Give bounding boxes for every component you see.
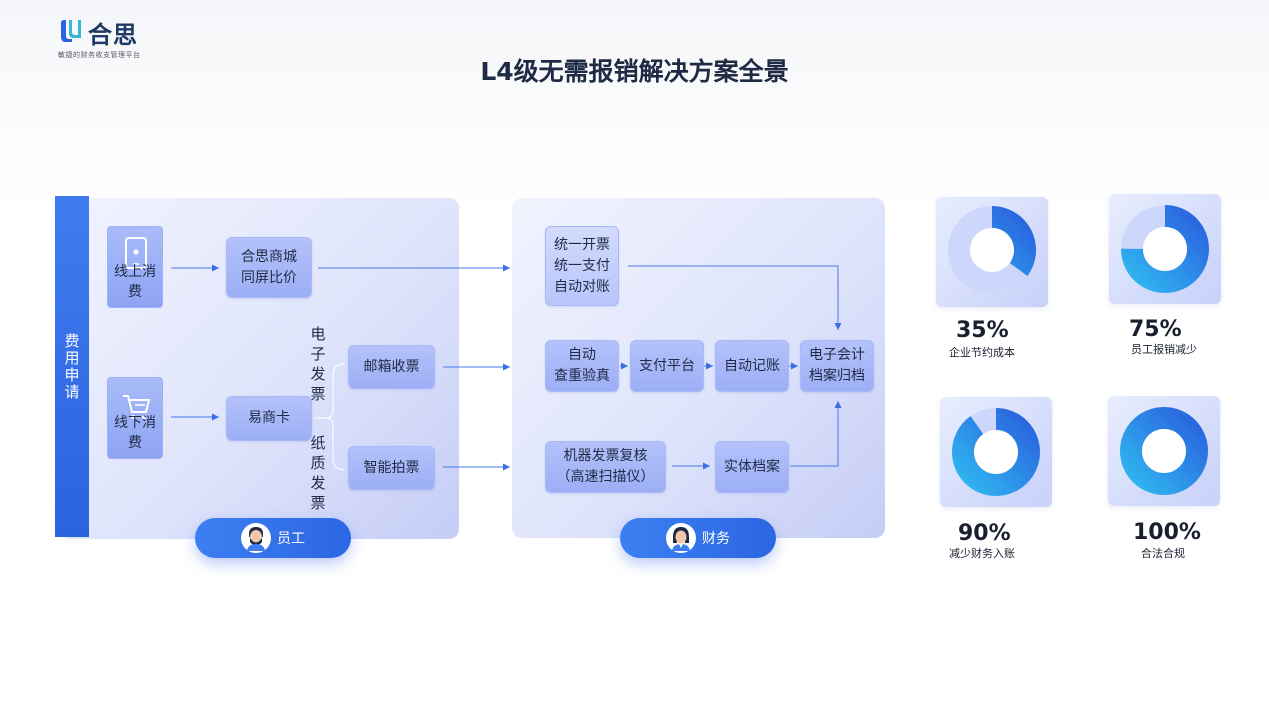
offline-consumption-node: 线下消费 (107, 377, 163, 459)
machine-review-node: 机器发票复核 （高速扫描仪） (545, 441, 666, 493)
donut-chart (952, 408, 1040, 496)
stat-value: 75% (1129, 317, 1182, 342)
finance-avatar-icon (666, 523, 696, 553)
donut-hole (974, 430, 1018, 474)
mall-line-1: 合思商城 (241, 248, 297, 265)
phone-icon (125, 237, 147, 269)
heshi-logo-icon (61, 20, 81, 42)
donut-chart (1121, 205, 1209, 293)
finance-role-badge: 财务 (620, 518, 776, 558)
unified-line-2: 统一支付 (554, 257, 610, 274)
mailbox-invoice-node: 邮箱收票 (348, 345, 435, 389)
expense-request-bar: 费用申请 (55, 196, 89, 537)
review-line-1: 机器发票复核 (563, 448, 648, 464)
employee-role-badge: 员工 (195, 518, 351, 558)
heshi-mall-node: 合思商城 同屏比价 (226, 237, 312, 298)
verify-line-1: 自动 (568, 347, 596, 363)
physical-archive-node: 实体档案 (715, 441, 789, 493)
logo-tagline: 敏捷的财务收支管理平台 (58, 51, 141, 59)
donut-arc (1120, 407, 1208, 495)
donut-hole (1143, 227, 1187, 271)
archive-line-1: 电子会计 (809, 347, 865, 363)
donut-chart (1120, 407, 1208, 495)
stat-value: 35% (956, 318, 1009, 343)
stat-value: 100% (1133, 520, 1201, 545)
auto-verify-node: 自动 查重验真 (545, 340, 619, 392)
donut-hole (1142, 429, 1186, 473)
donut-arc (948, 206, 1036, 294)
stat-caption: 企业节约成本 (949, 346, 1015, 359)
logo-name: 合思 (88, 21, 138, 49)
donut-hole (970, 228, 1014, 272)
stat-caption: 员工报销减少 (1131, 343, 1197, 356)
page-title: L4级无需报销解决方案全景 (480, 57, 789, 86)
online-consumption-label: 线上消费 (114, 264, 156, 300)
online-consumption-node: 线上消费 (107, 226, 163, 308)
employee-avatar-icon (241, 523, 271, 553)
stat-caption: 合法合规 (1141, 547, 1185, 560)
paper-invoice-label: 纸质发票 (310, 434, 326, 512)
donut-chart (948, 206, 1036, 294)
donut-arc (952, 408, 1040, 496)
e-invoice-label: 电子发票 (310, 325, 326, 403)
e-archive-node: 电子会计 档案归档 (800, 340, 874, 392)
finance-role-label: 财务 (702, 531, 730, 547)
offline-consumption-label: 线下消费 (114, 415, 156, 451)
unified-line-1: 统一开票 (554, 236, 610, 253)
unified-billing-node: 统一开票 统一支付 自动对账 (545, 226, 619, 306)
employee-role-label: 员工 (277, 531, 305, 547)
stat-caption: 减少财务入账 (949, 547, 1015, 560)
review-line-2: （高速扫描仪） (556, 469, 655, 485)
yishang-card-node: 易商卡 (226, 396, 312, 441)
archive-line-2: 档案归档 (809, 368, 865, 384)
verify-line-2: 查重验真 (554, 368, 610, 384)
smart-photo-invoice-node: 智能拍票 (348, 446, 435, 490)
payment-platform-node: 支付平台 (630, 340, 704, 392)
stat-value: 90% (958, 521, 1011, 546)
unified-line-3: 自动对账 (554, 278, 610, 295)
auto-bookkeeping-node: 自动记账 (715, 340, 789, 392)
mall-line-2: 同屏比价 (241, 269, 297, 286)
donut-arc (1121, 205, 1209, 293)
shopping-cart-icon (123, 395, 151, 419)
